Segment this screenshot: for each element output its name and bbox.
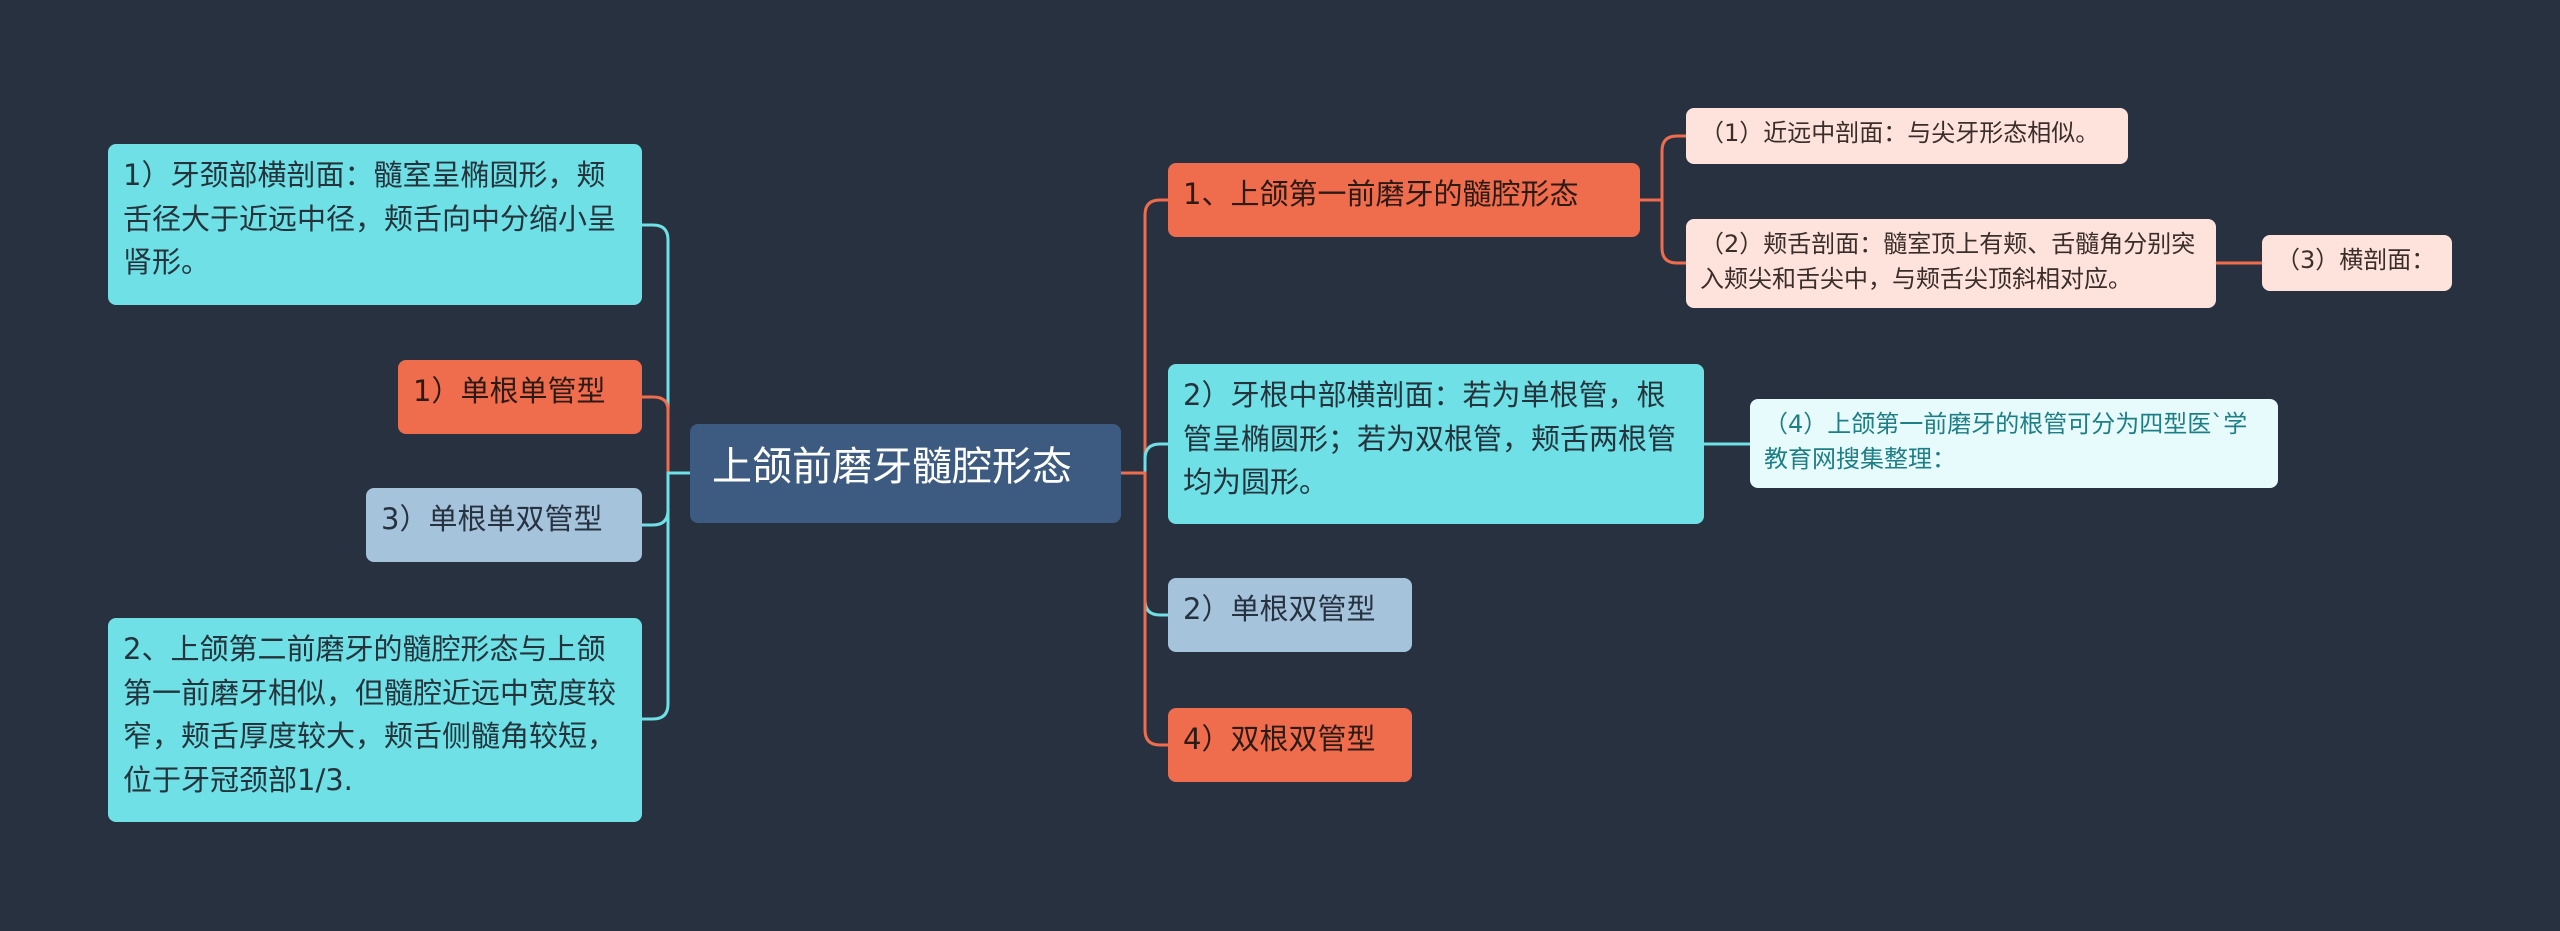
- level2-node-3[interactable]: （4）上颌第一前磨牙的根管可分为四型医`学教育网搜集整理：: [1750, 399, 2278, 488]
- left-node-2[interactable]: 1）单根单管型: [398, 360, 642, 434]
- right-node-2-label: 2）牙根中部横剖面：若为单根管，根管呈椭圆形；若为双根管，颊舌两根管均为圆形。: [1183, 378, 1677, 499]
- link-left-2: [642, 395, 690, 475]
- level2-node-1-label: （1）近远中剖面：与尖牙形态相似。: [1700, 119, 2100, 147]
- right-node-4-label: 4）双根双管型: [1183, 722, 1376, 756]
- root-node[interactable]: 上颌前磨牙髓腔形态: [690, 424, 1121, 523]
- level3-node-1[interactable]: （3）横剖面：: [2262, 235, 2452, 291]
- left-node-4[interactable]: 2、上颌第二前磨牙的髓腔形态与上颌第一前磨牙相似，但髓腔近远中宽度较窄，颊舌厚度…: [108, 618, 642, 822]
- right-node-1-label: 1、上颌第一前磨牙的髓腔形态: [1183, 177, 1579, 211]
- link-left-3: [642, 471, 690, 527]
- level2-node-3-label: （4）上颌第一前磨牙的根管可分为四型医`学教育网搜集整理：: [1764, 410, 2248, 473]
- level2-node-2-label: （2）颊舌剖面：髓室顶上有颊、舌髓角分别突入颊尖和舌尖中，与颊舌尖顶斜相对应。: [1700, 230, 2196, 293]
- root-label: 上颌前磨牙髓腔形态: [712, 444, 1072, 490]
- right-node-2[interactable]: 2）牙根中部横剖面：若为单根管，根管呈椭圆形；若为双根管，颊舌两根管均为圆形。: [1168, 364, 1704, 524]
- link-right-2: [1121, 442, 1168, 475]
- left-node-3[interactable]: 3）单根单双管型: [366, 488, 642, 562]
- link-l2-2: [1640, 198, 1686, 265]
- link-left-4: [642, 471, 690, 721]
- level2-node-2[interactable]: （2）颊舌剖面：髓室顶上有颊、舌髓角分别突入颊尖和舌尖中，与颊舌尖顶斜相对应。: [1686, 219, 2216, 308]
- link-left-1: [642, 223, 690, 475]
- link-right-1: [1121, 198, 1168, 475]
- level3-node-1-label: （3）横剖面：: [2276, 246, 2436, 274]
- left-node-1-label: 1）牙颈部横剖面：髓室呈椭圆形，颊舌径大于近远中径，颊舌向中分缩小呈肾形。: [123, 158, 617, 279]
- link-l2-1: [1640, 134, 1686, 202]
- left-node-4-label: 2、上颌第二前磨牙的髓腔形态与上颌第一前磨牙相似，但髓腔近远中宽度较窄，颊舌厚度…: [123, 632, 617, 797]
- level2-node-1[interactable]: （1）近远中剖面：与尖牙形态相似。: [1686, 108, 2128, 164]
- right-node-4[interactable]: 4）双根双管型: [1168, 708, 1412, 782]
- left-node-1[interactable]: 1）牙颈部横剖面：髓室呈椭圆形，颊舌径大于近远中径，颊舌向中分缩小呈肾形。: [108, 144, 642, 305]
- right-node-3[interactable]: 2）单根双管型: [1168, 578, 1412, 652]
- link-right-4: [1121, 471, 1168, 747]
- right-node-3-label: 2）单根双管型: [1183, 592, 1376, 626]
- left-node-3-label: 3）单根单双管型: [381, 502, 603, 536]
- right-node-1[interactable]: 1、上颌第一前磨牙的髓腔形态: [1168, 163, 1640, 237]
- left-node-2-label: 1）单根单管型: [413, 374, 606, 408]
